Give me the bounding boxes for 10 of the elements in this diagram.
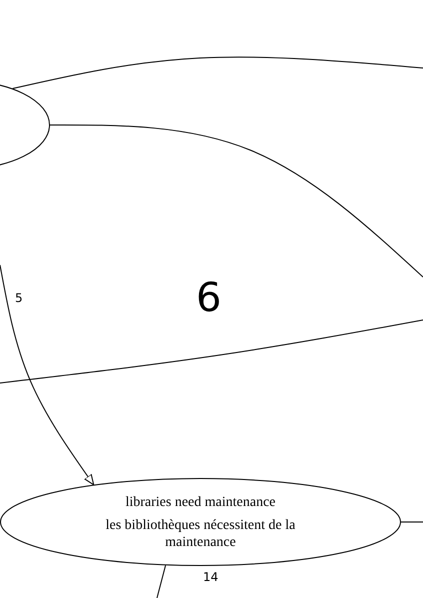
edge-label: 5 [14, 291, 24, 305]
connector-line [156, 564, 166, 598]
edge-label: 14 [202, 570, 220, 584]
connector-line [12, 56, 423, 90]
node-text: les bibliothèques nécessitent de la maintenance [104, 516, 296, 550]
connector-line [50, 124, 423, 278]
cluster-number: 6 [196, 276, 222, 320]
arrow [0, 264, 94, 486]
node-text: libraries need maintenance [125, 494, 276, 510]
ellipse-node [0, 478, 401, 566]
